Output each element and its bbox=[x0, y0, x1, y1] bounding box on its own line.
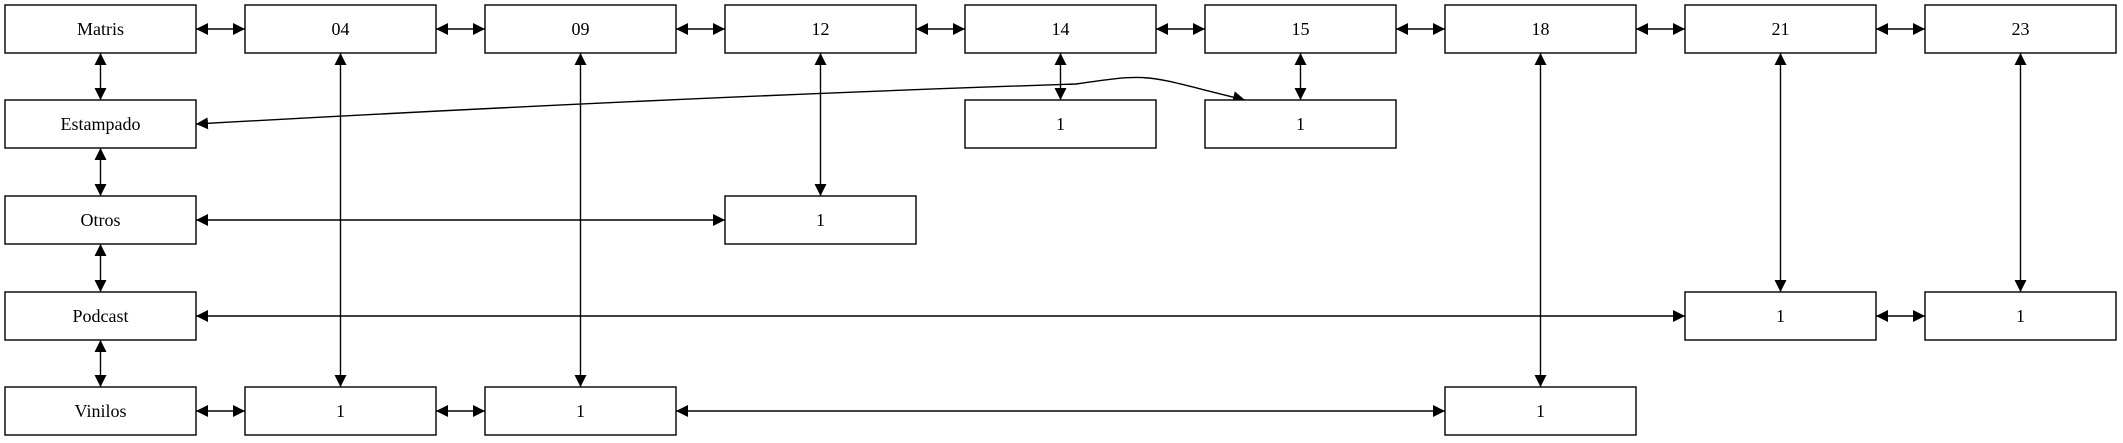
node-label: 15 bbox=[1292, 19, 1310, 39]
node-box bbox=[244, 4, 437, 54]
node-box bbox=[1444, 386, 1637, 436]
node-box bbox=[964, 4, 1157, 54]
edge-estampado-n15 bbox=[195, 76, 1246, 130]
node-label: 12 bbox=[812, 19, 830, 39]
node-box bbox=[1204, 4, 1397, 54]
node-label: 18 bbox=[1532, 19, 1550, 39]
node-label: 1 bbox=[336, 401, 345, 421]
node-n14: 1 bbox=[964, 99, 1157, 149]
node-label: 23 bbox=[2012, 19, 2030, 39]
node-label: 1 bbox=[1776, 306, 1785, 326]
node-estampado: Estampado bbox=[4, 99, 197, 149]
node-c23: 23 bbox=[1924, 4, 2117, 54]
node-box bbox=[724, 4, 917, 54]
node-box bbox=[4, 386, 197, 436]
node-matris: Matris bbox=[4, 4, 197, 54]
node-box bbox=[484, 386, 677, 436]
node-box bbox=[1924, 4, 2117, 54]
node-box bbox=[1924, 291, 2117, 341]
node-c21: 21 bbox=[1684, 4, 1877, 54]
node-n04: 1 bbox=[244, 386, 437, 436]
node-c18: 18 bbox=[1444, 4, 1637, 54]
node-label: 09 bbox=[572, 19, 590, 39]
node-box bbox=[724, 195, 917, 245]
node-label: 14 bbox=[1052, 19, 1070, 39]
node-n23: 1 bbox=[1924, 291, 2117, 341]
node-label: Estampado bbox=[61, 114, 141, 134]
node-label: Otros bbox=[81, 210, 121, 230]
node-label: Matris bbox=[77, 19, 124, 39]
node-label: Podcast bbox=[73, 306, 129, 326]
node-otros: Otros bbox=[4, 195, 197, 245]
node-label: 1 bbox=[1056, 114, 1065, 134]
node-box bbox=[1684, 4, 1877, 54]
node-label: 1 bbox=[576, 401, 585, 421]
node-n21: 1 bbox=[1684, 291, 1877, 341]
node-label: 1 bbox=[2016, 306, 2025, 326]
node-box bbox=[4, 291, 197, 341]
node-n09: 1 bbox=[484, 386, 677, 436]
node-box bbox=[964, 99, 1157, 149]
node-c09: 09 bbox=[484, 4, 677, 54]
node-box bbox=[244, 386, 437, 436]
node-box bbox=[1204, 99, 1397, 149]
node-box bbox=[484, 4, 677, 54]
node-box bbox=[4, 4, 197, 54]
node-label: 21 bbox=[1772, 19, 1790, 39]
node-vinilos: Vinilos bbox=[4, 386, 197, 436]
node-label: 04 bbox=[332, 19, 350, 39]
node-label: 1 bbox=[1536, 401, 1545, 421]
node-box bbox=[1444, 4, 1637, 54]
node-c12: 12 bbox=[724, 4, 917, 54]
node-n15: 1 bbox=[1204, 99, 1397, 149]
node-box bbox=[1684, 291, 1877, 341]
node-n18: 1 bbox=[1444, 386, 1637, 436]
node-label: Vinilos bbox=[75, 401, 127, 421]
node-c04: 04 bbox=[244, 4, 437, 54]
node-label: 1 bbox=[816, 210, 825, 230]
edges-layer bbox=[94, 23, 2027, 417]
node-podcast: Podcast bbox=[4, 291, 197, 341]
node-box bbox=[4, 99, 197, 149]
node-box bbox=[4, 195, 197, 245]
node-n12: 1 bbox=[724, 195, 917, 245]
node-c15: 15 bbox=[1204, 4, 1397, 54]
node-c14: 14 bbox=[964, 4, 1157, 54]
node-label: 1 bbox=[1296, 114, 1305, 134]
